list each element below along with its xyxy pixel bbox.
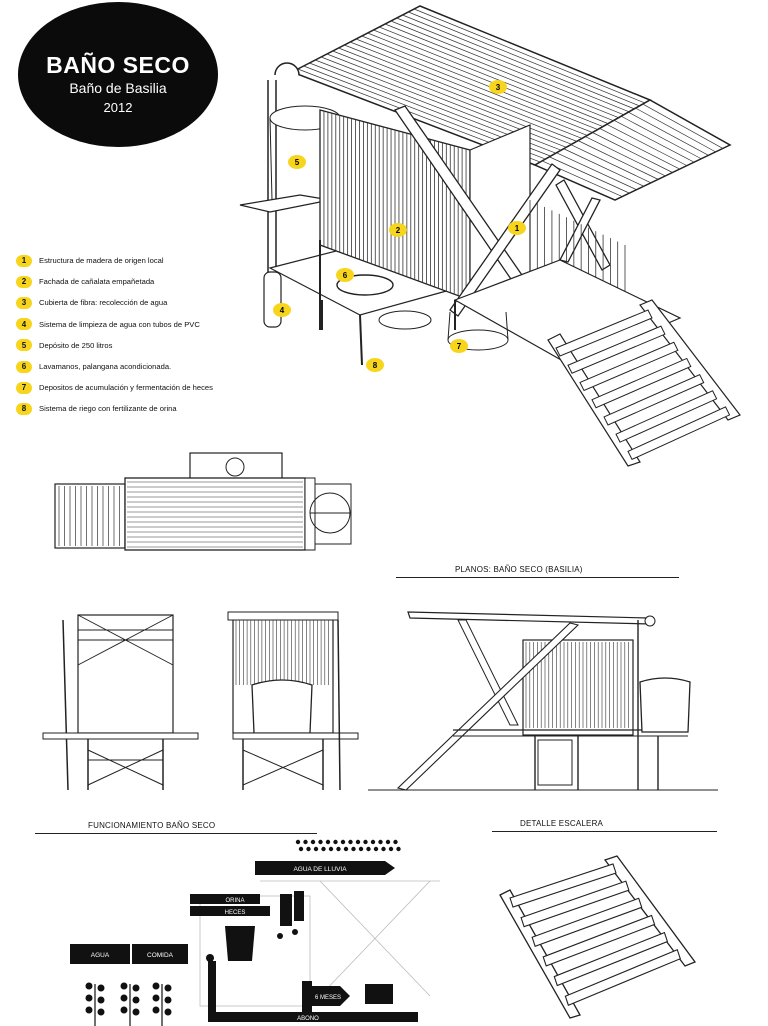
section-rule-planos [396, 577, 679, 578]
stair-detail [499, 855, 697, 1019]
title-badge: BAÑO SECO Baño de Basilia 2012 [18, 2, 218, 147]
legend-marker: 1 [16, 254, 32, 267]
label-orina: ORINA [225, 898, 244, 904]
legend-item: 7 Depositos de acumulación y fermentación… [16, 377, 286, 398]
legend-text: Depósito de 250 litros [39, 340, 113, 350]
marker-6: 6 [343, 271, 348, 280]
legend-text: Cubierta de fibra: recolección de agua [39, 298, 168, 308]
legend-item: 6 Lavamanos, palangana acondicionada. [16, 356, 286, 377]
axonometric-drawing: 3 5 2 1 6 4 7 8 [239, 5, 741, 467]
legend-text: Lavamanos, palangana acondicionada. [39, 362, 172, 372]
legend-marker: 3 [16, 296, 32, 309]
plan-view [54, 452, 352, 551]
legend-item: 3 Cubierta de fibra: recolección de agua [16, 292, 286, 313]
section-rule-funcionamiento [35, 833, 317, 834]
label-meses: 6 MESES [315, 995, 341, 1001]
legend-item: 4 Sistema de limpieza de agua con tubos d… [16, 314, 286, 335]
marker-2: 2 [396, 226, 401, 235]
diagram-markers: 3 5 2 1 6 4 7 8 [273, 80, 526, 372]
marker-4: 4 [280, 306, 285, 315]
marker-7: 7 [457, 342, 462, 351]
section-title-escalera: DETALLE ESCALERA [520, 819, 604, 828]
functioning-diagram: AGUA DE LLUVIA ORINA HECES AGUA COMIDA 6… [70, 839, 440, 1026]
label-comida: COMIDA [147, 952, 174, 959]
pvc-pipe [263, 62, 300, 328]
section-rule-escalera [492, 831, 717, 832]
legend-marker: 8 [16, 402, 32, 415]
section-title-funcionamiento: FUNCIONAMIENTO BAÑO SECO [88, 821, 216, 830]
lavatory-platform [239, 194, 452, 366]
legend-text: Sistema de limpieza de agua con tubos de… [39, 319, 200, 329]
elevations [42, 611, 718, 791]
legend-marker: 4 [16, 318, 32, 331]
main-walls [319, 109, 531, 301]
legend-text: Sistema de riego con fertilizante de ori… [39, 404, 177, 414]
legend-marker: 6 [16, 360, 32, 373]
section-title-planos: PLANOS: BAÑO SECO (BASILIA) [455, 565, 583, 574]
title-main: BAÑO SECO [46, 52, 190, 78]
legend-text: Depositos de acumulación y fermentación … [39, 383, 213, 393]
flow-arrows [70, 861, 418, 1022]
legend-item: 5 Depósito de 250 litros [16, 335, 286, 356]
legend-text: Estructura de madera de origen local [39, 256, 164, 266]
legend-item: 8 Sistema de riego con fertilizante de or… [16, 398, 286, 419]
elevation-long [368, 611, 718, 791]
label-heces: HECES [225, 910, 246, 916]
elevation-front [42, 614, 199, 791]
label-abono: ABONO [297, 1016, 319, 1022]
stairs [547, 299, 741, 467]
marker-5: 5 [295, 158, 300, 167]
marker-8: 8 [373, 361, 378, 370]
label-agua-lluvia: AGUA DE LLUVIA [293, 866, 347, 873]
title-subtitle: Baño de Basilia [69, 80, 167, 96]
legend-item: 1 Estructura de madera de origen local [16, 250, 286, 271]
marker-3: 3 [496, 83, 501, 92]
legend-marker: 2 [16, 275, 32, 288]
elevation-side [227, 611, 359, 791]
legend-marker: 5 [16, 339, 32, 352]
label-agua: AGUA [91, 952, 110, 959]
legend-text: Fachada de cañalata empañetada [39, 277, 155, 287]
legend-marker: 7 [16, 381, 32, 394]
title-year: 2012 [103, 100, 133, 115]
legend-item: 2 Fachada de cañalata empañetada [16, 271, 286, 292]
marker-1: 1 [515, 224, 520, 233]
